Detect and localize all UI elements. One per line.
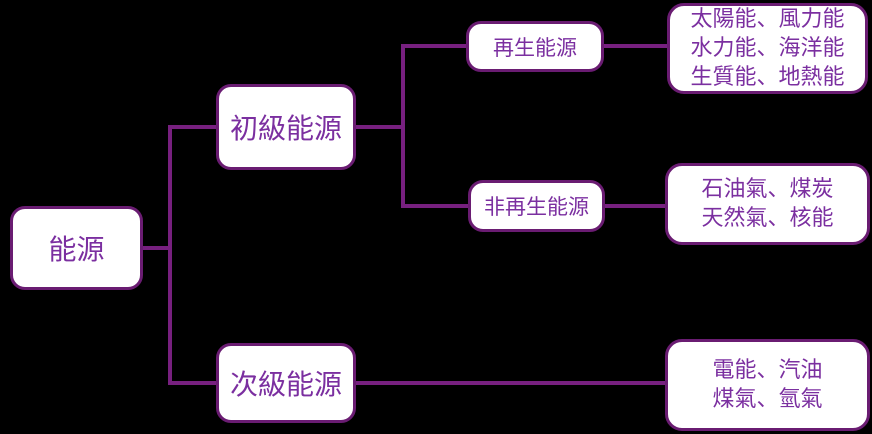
leaf-secondary-examples: 電能、汽油 煤氣、氫氣 bbox=[665, 339, 870, 431]
leaf-non-renewable-examples-line2: 天然氣、核能 bbox=[701, 206, 834, 231]
leaf-non-renewable-examples: 石油氣、煤炭 天然氣、核能 bbox=[665, 163, 870, 245]
node-primary-energy-label: 初級能源 bbox=[229, 112, 342, 145]
leaf-secondary-examples-line2: 煤氣、氫氣 bbox=[712, 387, 823, 412]
connector-nonrenewable-to-examples bbox=[605, 204, 665, 208]
connector-junction2-to-renewable bbox=[401, 44, 466, 48]
connector-junction1-to-primary bbox=[168, 125, 216, 129]
node-renewable-energy-label: 再生能源 bbox=[493, 35, 577, 60]
connector-root-to-junction bbox=[143, 246, 172, 250]
leaf-renewable-examples-line3: 生質能、地熱能 bbox=[690, 65, 845, 90]
node-energy-label: 能源 bbox=[48, 233, 105, 266]
node-non-renewable-energy-label: 非再生能源 bbox=[484, 195, 589, 219]
node-non-renewable-energy: 非再生能源 bbox=[468, 180, 605, 232]
node-energy: 能源 bbox=[10, 206, 143, 290]
connector-junction1-to-secondary bbox=[168, 381, 216, 385]
node-secondary-energy-label: 次級能源 bbox=[229, 368, 342, 401]
connector-primary-to-junction bbox=[356, 125, 403, 129]
node-primary-energy: 初級能源 bbox=[216, 84, 356, 170]
node-secondary-energy: 次級能源 bbox=[216, 343, 356, 423]
connector-renewable-to-examples bbox=[604, 44, 667, 48]
leaf-non-renewable-examples-line1: 石油氣、煤炭 bbox=[701, 177, 834, 202]
connector-secondary-to-examples bbox=[356, 381, 665, 385]
connector-junction2-to-nonrenewable bbox=[401, 204, 468, 208]
connector-junction1-vertical bbox=[168, 125, 172, 385]
connector-junction2-vertical bbox=[401, 44, 405, 208]
leaf-renewable-examples-line1: 太陽能、風力能 bbox=[690, 7, 845, 32]
node-renewable-energy: 再生能源 bbox=[466, 21, 604, 72]
leaf-secondary-examples-line1: 電能、汽油 bbox=[712, 358, 823, 383]
leaf-renewable-examples-line2: 水力能、海洋能 bbox=[690, 36, 845, 61]
leaf-renewable-examples: 太陽能、風力能 水力能、海洋能 生質能、地熱能 bbox=[667, 3, 868, 94]
